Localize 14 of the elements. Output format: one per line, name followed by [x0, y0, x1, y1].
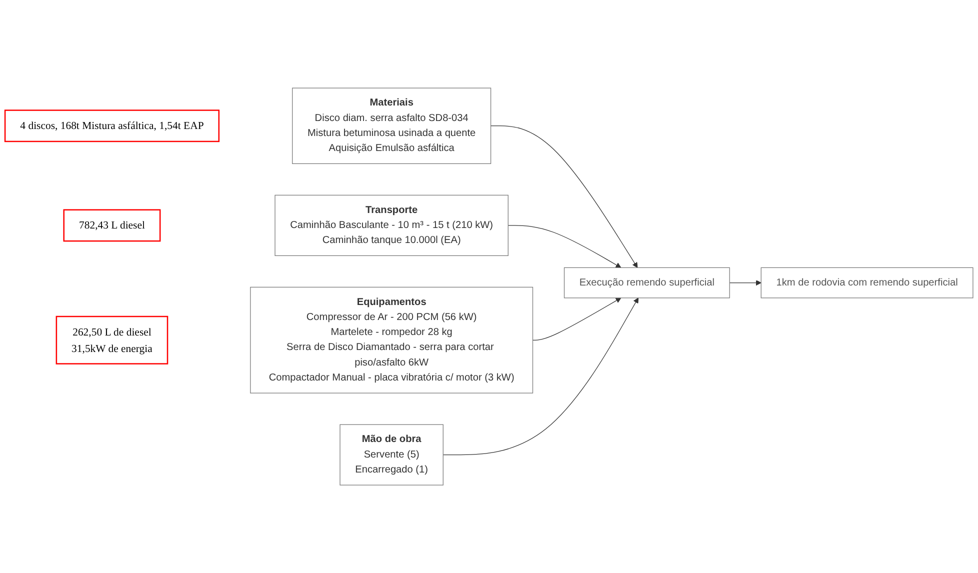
- node-box: 262,50 L de diesel 31,5kW de energia: [56, 316, 168, 364]
- arrow: [532, 298, 622, 340]
- node-box: 782,43 L diesel: [63, 209, 161, 242]
- node-box: Transporte Caminhão Basculante - 10 m³ - 15 t (210 kW) Caminhão tanque 10.000l (EA): [274, 194, 508, 256]
- node-box: Mão de obra Servente (5) Encarregado (1): [340, 424, 444, 486]
- arrow: [508, 225, 622, 268]
- node-box: Equipamentos Compressor de Ar - 200 PCM (56 kW) Martelete - rompedor 28 kg Serra de Disco Diamantado - serra para cortar piso/asfalto 6kW Compactador Manual - placa vibratória c/ motor (3 kW): [250, 286, 534, 394]
- arrow: [442, 298, 639, 456]
- node-box: 1km de rodovia com remendo superficial: [760, 267, 974, 298]
- arrow: [729, 280, 762, 286]
- node-box: 4 discos, 168t Mistura asfáltica, 1,54t EAP: [4, 110, 220, 142]
- node-box: Execução remendo superficial: [564, 267, 730, 298]
- node-box: Materiais Disco diam. serra asfalto SD8-034 Mistura betuminosa usinada a quente Aquisição Emulsão asfáltica: [292, 88, 492, 164]
- arrow: [490, 125, 638, 268]
